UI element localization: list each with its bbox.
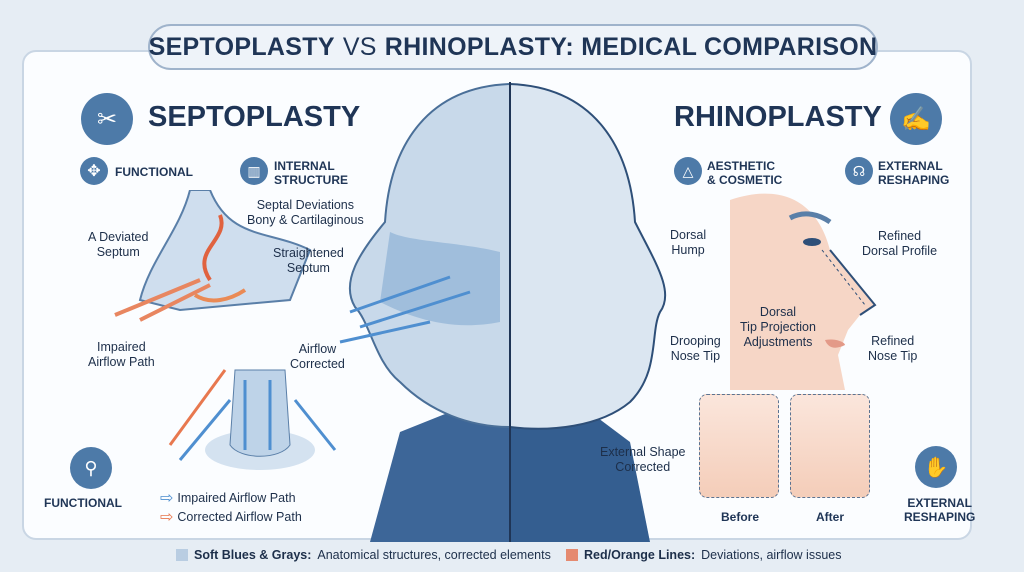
structure-icon: ▥	[240, 157, 268, 185]
nasal-cross-section	[114, 190, 312, 322]
blue-swatch	[176, 549, 188, 561]
airflow-arrows	[339, 275, 471, 344]
nose-front-view	[168, 369, 337, 470]
label-external-shape: External Shape Corrected	[600, 445, 686, 474]
before-image	[699, 394, 779, 498]
title-part1: SEPTOPLASTY	[148, 32, 335, 61]
profile-icon: ☊	[845, 157, 873, 185]
arrow-legend-impaired: ⇨Impaired Airflow Path	[160, 488, 296, 508]
label-refined-tip: Refined Nose Tip	[868, 334, 918, 363]
septoplasty-heading: SEPTOPLASTY	[148, 101, 361, 133]
title-vs: VS	[342, 32, 377, 61]
label-impaired-airflow: Impaired Airflow Path	[88, 340, 155, 369]
tag-aesthetic: AESTHETIC & COSMETIC	[707, 159, 783, 187]
label-dorsal-hump: Dorsal Hump	[670, 228, 707, 257]
label-deviated-septum: A Deviated Septum	[88, 230, 149, 259]
arrow-legend-corrected: ⇨Corrected Airflow Path	[160, 507, 302, 527]
legend-text: Anatomical structures, corrected element…	[317, 548, 551, 562]
title-part2: RHINOPLASTY: MEDICAL COMPARISON	[384, 32, 878, 61]
blue-arrow-icon: ⇨	[160, 490, 174, 507]
arrow-legend-label: Corrected Airflow Path	[177, 510, 302, 524]
label-before: Before	[721, 510, 760, 524]
nose-icon: △	[674, 157, 702, 185]
arrow-legend-label: Impaired Airflow Path	[177, 491, 296, 505]
legend-text: Deviations, airflow issues	[701, 548, 842, 562]
legend-blues: Soft Blues & Grays: Anatomical structures…	[176, 548, 551, 562]
orange-arrow-icon: ⇨	[160, 509, 174, 526]
move-arrows-icon: ✥	[80, 157, 108, 185]
tag-internal-structure: INTERNAL STRUCTURE	[274, 159, 348, 187]
label-drooping-tip: Drooping Nose Tip	[670, 334, 721, 363]
tag-functional: FUNCTIONAL	[115, 165, 193, 179]
legend-orange: Red/Orange Lines: Deviations, airflow iss…	[566, 548, 841, 562]
orange-swatch	[566, 549, 578, 561]
shirt-right	[510, 412, 650, 542]
label-refined-dorsal: Refined Dorsal Profile	[862, 229, 938, 258]
label-septal-deviations: Septal Deviations Bony & Cartilaginous	[247, 198, 364, 227]
shirt-left	[370, 412, 510, 542]
rhinoplasty-heading: RHINOPLASTY	[674, 101, 882, 133]
after-image	[790, 394, 870, 498]
head-illustration	[339, 82, 667, 542]
label-straightened-septum: Straightened Septum	[273, 246, 344, 275]
tag-external-reshaping: EXTERNAL RESHAPING	[878, 159, 950, 187]
label-tip-projection: Dorsal Tip Projection Adjustments	[740, 305, 816, 349]
hand-icon: ✋	[915, 446, 957, 488]
label-airflow-corrected: Airflow Corrected	[290, 342, 345, 371]
impaired-airflow-arrows	[114, 278, 211, 322]
label-after: After	[816, 510, 845, 524]
legend-key: Soft Blues & Grays:	[194, 548, 312, 562]
hand-pen-icon: ✍	[890, 93, 942, 145]
female-profile	[730, 193, 877, 390]
legend-key: Red/Orange Lines:	[584, 548, 696, 562]
functional-symbol-icon: ⚲	[70, 447, 112, 489]
deviated-septum-line	[202, 214, 224, 282]
bottom-tag-functional: FUNCTIONAL	[44, 496, 122, 510]
bottom-tag-external-reshaping: EXTERNAL RESHAPING	[904, 496, 976, 524]
surgical-tools-icon: ✂	[81, 93, 133, 145]
